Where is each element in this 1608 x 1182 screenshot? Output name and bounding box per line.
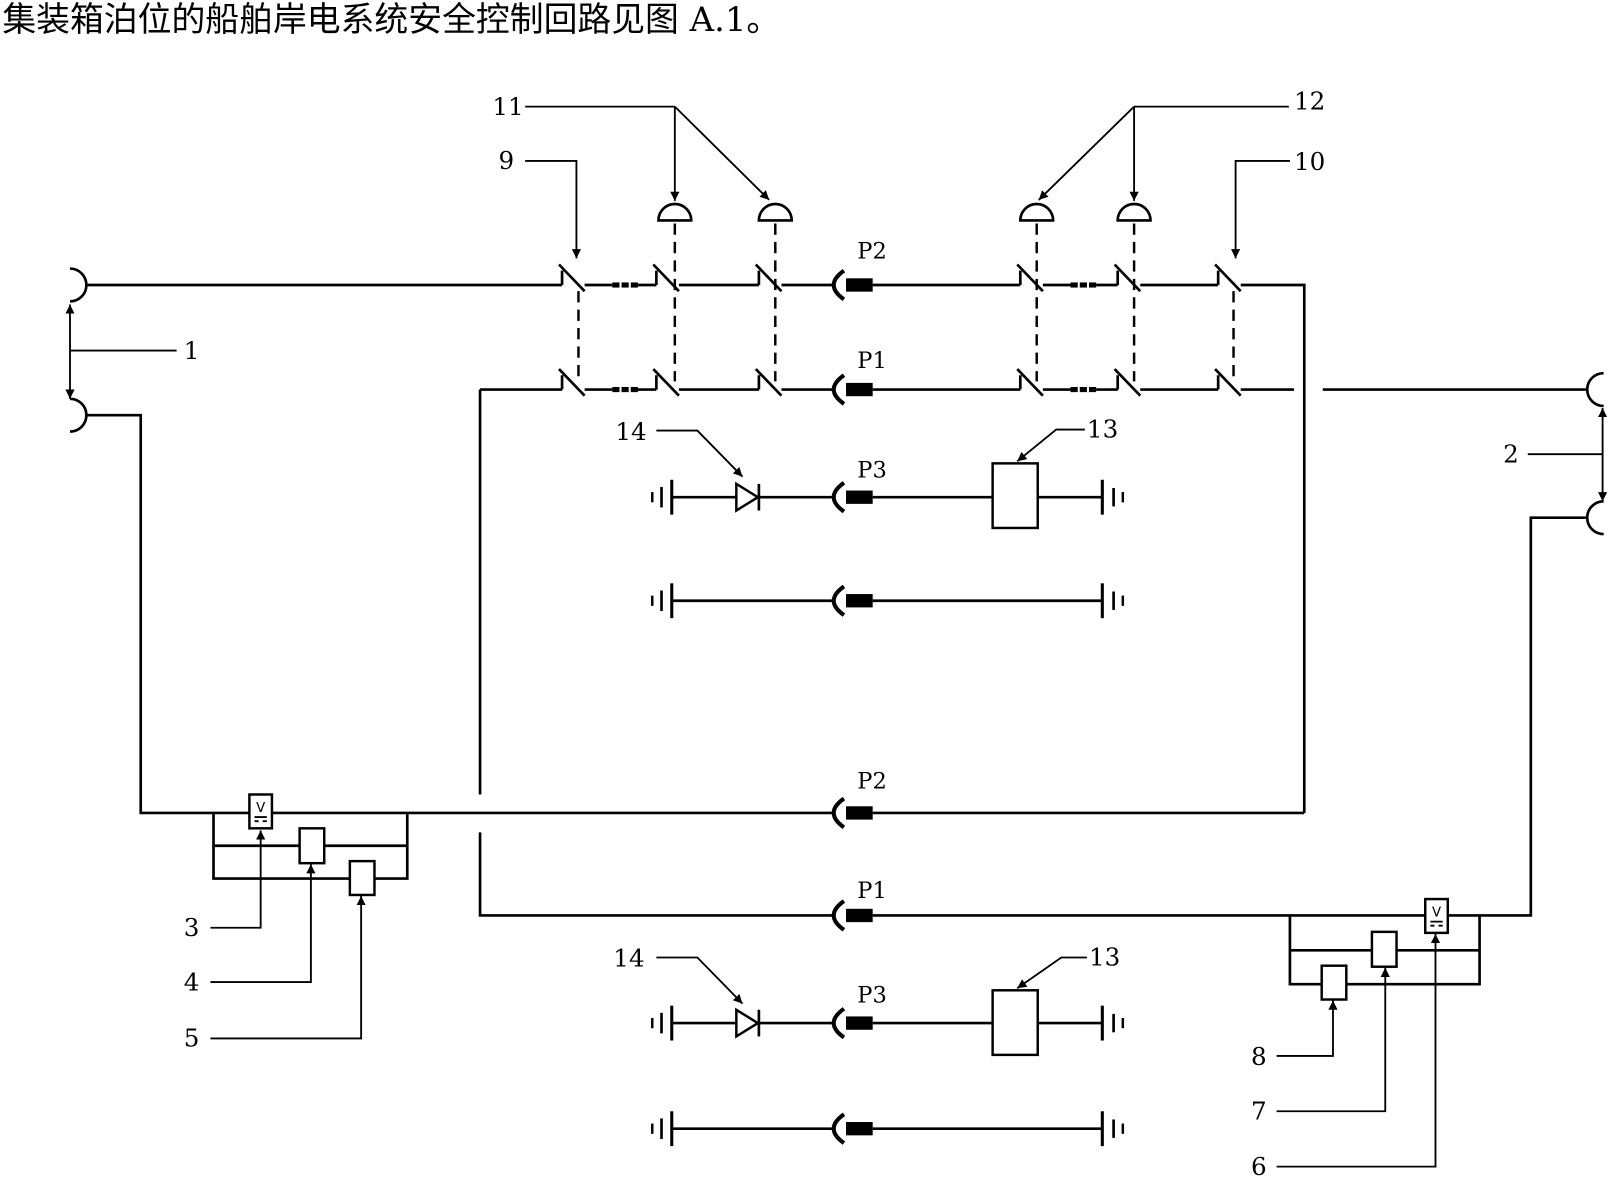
callout-label: 1	[184, 336, 200, 365]
plug-connector-p2-lower	[834, 799, 873, 828]
relay-box	[1370, 930, 1398, 968]
voltage-meter-box	[248, 793, 274, 830]
connector-label: P3	[857, 458, 887, 484]
callout-label: 10	[1294, 147, 1325, 176]
switch-contact	[1015, 367, 1045, 398]
relay-box	[348, 859, 376, 897]
callout-3-leader	[210, 830, 266, 929]
spare-circuit-upper	[650, 581, 1125, 620]
callout-6-leader	[1276, 933, 1441, 1168]
plug-connector-p1-upper	[834, 375, 873, 404]
plug-connector-spare-upper	[834, 586, 873, 615]
callout-7-leader	[1276, 967, 1390, 1113]
emergency-stop-button-icon	[657, 202, 693, 222]
resistor-box	[991, 462, 1039, 530]
callout-9-leader	[525, 160, 582, 259]
ground-icon	[1100, 581, 1125, 620]
plug-connector-p1-lower	[834, 901, 873, 930]
switch-contact	[754, 367, 783, 398]
connector-label: P2	[857, 768, 887, 794]
switch-contact	[754, 263, 783, 293]
dc-mark	[254, 816, 267, 823]
callout-4-leader	[210, 864, 316, 984]
contact-series-dots	[612, 282, 638, 288]
contact-series-dots	[1070, 386, 1097, 393]
right-monitor-block: V	[1288, 897, 1481, 1001]
dc-mark	[1430, 920, 1443, 927]
plug-connector-spare-lower	[834, 1114, 873, 1143]
ground-icon	[1100, 1004, 1125, 1043]
p3-pilot-circuit-lower	[650, 989, 1125, 1057]
wire-p2-upper-loop	[86, 283, 1306, 813]
left-socket-upper	[69, 267, 88, 303]
switch-contact	[1113, 367, 1142, 398]
diode-icon	[735, 482, 761, 512]
switch-contact	[1213, 263, 1243, 293]
callout-label: 14	[613, 944, 644, 973]
plug-connector-p3-upper	[834, 483, 873, 512]
callout-label: 5	[184, 1024, 200, 1053]
relay-box	[1320, 964, 1348, 1001]
callout-label: 14	[615, 417, 646, 446]
switch-contact	[1213, 367, 1243, 398]
callout-label: 11	[492, 92, 523, 121]
callout-14-lower-leader	[656, 956, 744, 1005]
voltage-meter-box	[1424, 897, 1450, 935]
p3-pilot-circuit-upper	[650, 462, 1125, 530]
callout-label: 7	[1251, 1096, 1267, 1125]
emergency-stop-button-icon	[1018, 202, 1055, 222]
callout-label: 12	[1294, 87, 1325, 116]
callout-10-leader	[1230, 160, 1290, 259]
switch-contact	[1113, 263, 1142, 293]
ground-icon	[1100, 1109, 1125, 1148]
callout-14-upper-leader	[656, 429, 744, 478]
left-socket-lower	[69, 397, 88, 433]
contact-series-dots	[1070, 282, 1097, 288]
resistor-box	[991, 989, 1039, 1057]
wire-left-vertical-p1	[478, 389, 1588, 917]
ground-icon	[650, 478, 674, 517]
connector-label: P3	[857, 983, 887, 1009]
callout-label: 9	[499, 146, 515, 175]
callout-5-leader	[210, 895, 366, 1040]
callout-label: 4	[184, 967, 200, 996]
ground-icon	[1100, 478, 1125, 517]
connector-label: P1	[857, 878, 887, 904]
callout-11-arrow	[674, 105, 770, 201]
contact-series-dots	[612, 386, 638, 393]
ground-icon	[650, 1109, 674, 1148]
voltage-meter-symbol: V	[256, 801, 265, 816]
spare-circuit-lower	[650, 1109, 1125, 1148]
emergency-stop-button-icon	[1116, 202, 1152, 222]
right-socket-lower	[1585, 499, 1604, 536]
relay-box	[298, 827, 326, 865]
right-socket-upper	[1585, 371, 1604, 408]
ground-icon	[650, 581, 674, 620]
wire-left-lower-p2	[86, 413, 1305, 815]
switch-contact	[557, 263, 586, 293]
left-monitor-block: V	[212, 793, 409, 897]
switch-contact	[557, 367, 586, 398]
emergency-stop-button-icon	[757, 202, 794, 222]
plug-connector-p2-upper	[834, 271, 873, 300]
callout-8-leader	[1276, 1000, 1338, 1057]
callout-label: 6	[1251, 1152, 1267, 1181]
callout-13-upper-leader	[1016, 428, 1085, 463]
figure-caption: 集装箱泊位的船舶岸电系统安全控制回路见图 A.1。	[2, 0, 780, 39]
callout-13-lower-leader	[1016, 956, 1087, 990]
switch-contact	[1015, 263, 1045, 293]
callout-12-arrow	[1038, 105, 1135, 201]
diode-icon	[735, 1008, 761, 1038]
callout-label: 13	[1087, 415, 1118, 444]
callout-label: 3	[184, 913, 200, 942]
callout-label: 2	[1503, 439, 1519, 468]
callout-label: 8	[1251, 1042, 1267, 1071]
voltage-meter-symbol: V	[1432, 905, 1441, 920]
connector-label: P2	[857, 238, 887, 264]
connector-label: P1	[857, 348, 887, 374]
callout-label: 13	[1089, 943, 1120, 972]
plug-connector-p3-lower	[834, 1009, 873, 1038]
ground-icon	[650, 1004, 674, 1043]
